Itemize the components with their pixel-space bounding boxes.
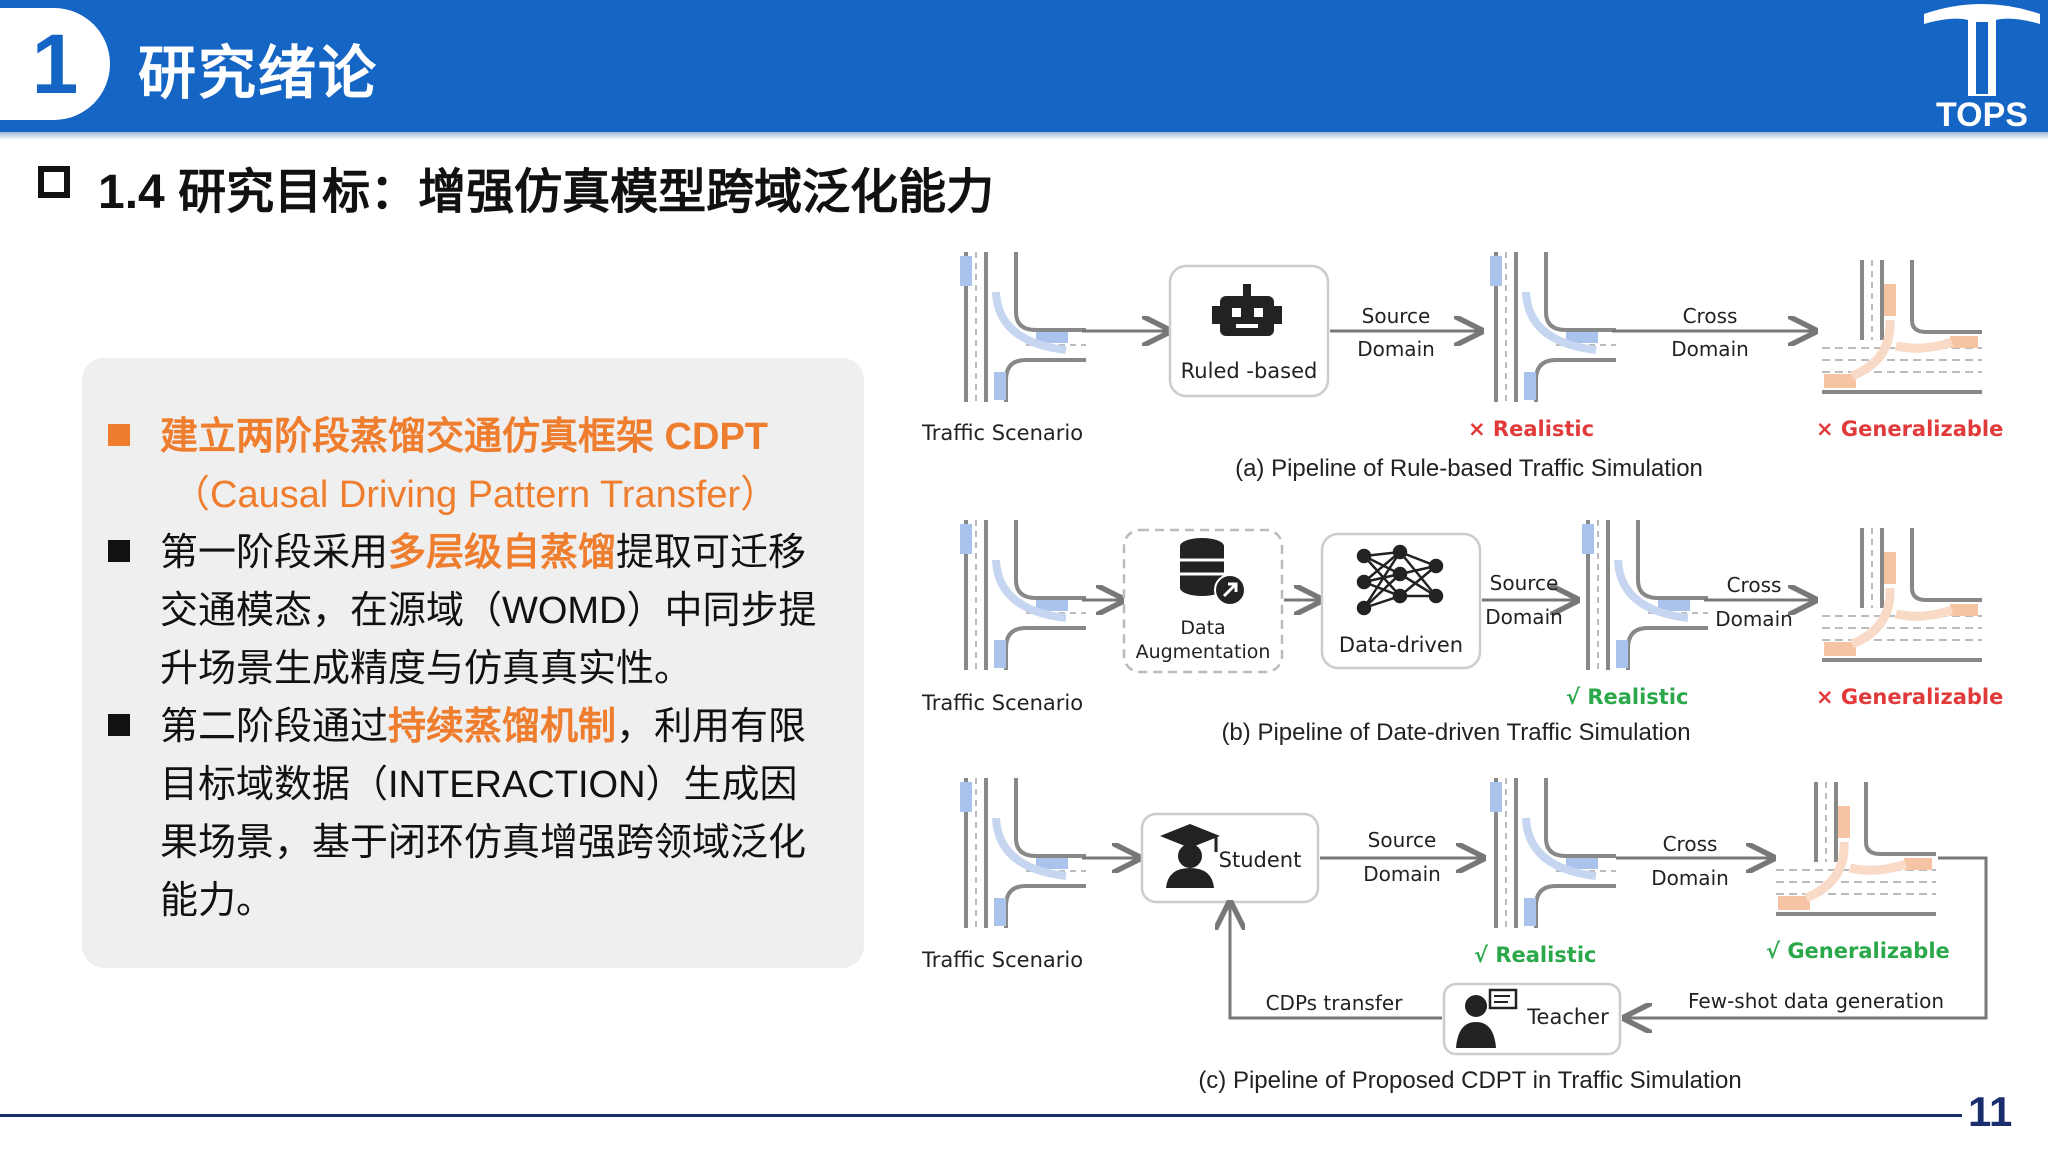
header-bar [0,0,2048,132]
section-title: 研究绪论 [138,41,379,106]
row-c-caption: (c) Pipeline of Proposed CDPT in Traffic… [1198,1067,1741,1094]
row-b-aug-line-2: Augmentation [1136,641,1271,663]
row-c-fewshot-label: Few-shot data generation [1688,989,1944,1013]
row-a-cross-line-2: Domain [1671,337,1749,361]
row-b-augmentation-box [1122,528,1284,674]
row-c-teacher-label: Teacher [1526,1005,1609,1029]
database-icon [1180,538,1246,606]
row-c-source-line-2: Domain [1363,862,1441,886]
bullet-square-icon [108,540,130,562]
bullet-2-line-1: 第一阶段采用多层级自蒸馏提取可迁移 [160,532,807,574]
tops-logo-icon [1924,4,2040,96]
row-c-target-scene [1776,782,1936,914]
row-a-target-scene [1822,260,1982,392]
row-b-cross-line-1: Cross [1727,573,1782,597]
row-c-cross-line-2: Domain [1651,866,1729,890]
bullet-1-line-2: （Causal Driving Pattern Transfer） [172,474,779,516]
bullet-2-line-2: 交通模态，在源域（WOMD）中同步提 [160,590,817,632]
subtitle: 1.4 研究目标：增强仿真模型跨域泛化能力 [98,166,995,219]
header-shadow [0,132,2048,140]
row-a-source-line-2: Domain [1357,337,1435,361]
row-a-source-line-1: Source [1362,304,1431,328]
row-b-cross-line-2: Domain [1715,607,1793,631]
row-b-status-generalizable: × Generalizable [1816,685,2003,709]
row-c-cross-line-1: Cross [1663,832,1718,856]
footer-divider [0,1114,1962,1117]
neural-network-icon [1356,544,1444,616]
row-b-source-scene [1582,520,1708,670]
row-c-status-realistic: √ Realistic [1474,943,1596,967]
section-number-pill [0,8,110,120]
text-panel [82,358,864,968]
bullet-2-line-3: 升场景生成精度与仿真真实性。 [160,648,693,690]
row-c-input-scene [960,778,1086,928]
row-c-student-label: Student [1219,848,1302,872]
row-a-status-generalizable: × Generalizable [1816,417,2003,441]
bullet-3-line-1: 第二阶段通过持续蒸馏机制，利用有限 [160,706,807,748]
row-a-caption: (a) Pipeline of Rule-based Traffic Simul… [1235,455,1703,482]
row-c-status-generalizable: √ Generalizable [1766,939,1950,963]
row-b-input-label: Traffic Scenario [921,691,1083,715]
row-c-source-scene [1490,778,1616,928]
logo-text: TOPS [1936,96,2028,134]
section-number: 1 [31,17,79,111]
row-b-status-realistic: √ Realistic [1566,685,1688,709]
page-number: 11 [1968,1088,2013,1135]
row-b-aug-line-1: Data [1180,617,1225,639]
bullet-square-icon [108,714,130,736]
row-a-source-scene [1490,252,1616,402]
subtitle-checkbox-icon [38,166,70,198]
row-a-cross-line-1: Cross [1683,304,1738,328]
bullet-3-line-3: 果场景，基于闭环仿真增强跨领域泛化 [160,822,807,864]
row-b-source-line-2: Domain [1485,605,1563,629]
bullet-3-line-2: 目标域数据（INTERACTION）生成因 [160,764,798,806]
row-b-caption: (b) Pipeline of Date-driven Traffic Simu… [1221,719,1690,746]
row-a-input-label: Traffic Scenario [921,421,1083,445]
row-b-model-label: Data-driven [1339,633,1463,657]
row-b-source-line-1: Source [1490,571,1559,595]
robot-icon [1212,284,1282,336]
row-c-input-label: Traffic Scenario [921,948,1083,972]
row-a-model-label: Ruled -based [1181,359,1318,383]
bullet-square-icon [108,424,130,446]
pipeline-diagram: Traffic Scenario Ruled -based Source Dom… [921,240,2003,1094]
student-icon [1160,824,1220,888]
bullet-3-line-4: 能力。 [160,880,275,922]
row-b-target-scene [1822,528,1982,660]
teacher-icon [1456,988,1518,1048]
row-a-input-scene [960,252,1086,402]
row-b-input-scene [960,520,1086,670]
row-c-transfer-label: CDPs transfer [1266,991,1404,1015]
row-a-status-realistic: × Realistic [1468,417,1594,441]
row-c-source-line-1: Source [1368,828,1437,852]
bullet-1-line-1: 建立两阶段蒸馏交通仿真框架 CDPT [160,416,769,458]
